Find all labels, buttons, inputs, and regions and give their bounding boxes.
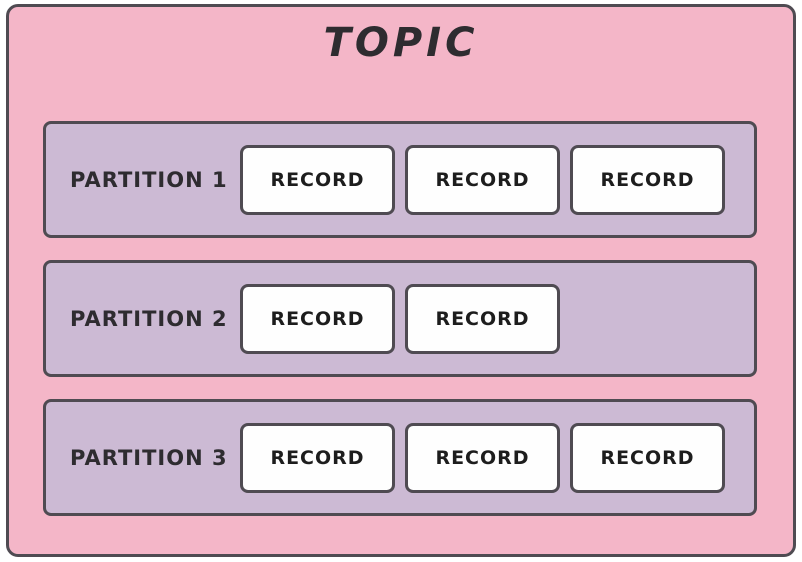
- record-box: RECORD: [405, 422, 560, 493]
- partitions-list: PARTITION 1 RECORD RECORD RECORD PARTITI…: [43, 121, 757, 516]
- partition-row: PARTITION 2 RECORD RECORD: [43, 260, 757, 377]
- partition-row: PARTITION 1 RECORD RECORD RECORD: [43, 121, 757, 238]
- record-box: RECORD: [570, 422, 725, 493]
- record-box: RECORD: [405, 144, 560, 215]
- topic-title: TOPIC: [323, 20, 479, 66]
- record-box: RECORD: [240, 283, 395, 354]
- records-list: RECORD RECORD: [240, 283, 560, 354]
- partition-label: PARTITION 3: [70, 445, 228, 470]
- record-box: RECORD: [240, 422, 395, 493]
- partition-label: PARTITION 1: [70, 167, 228, 192]
- record-box: RECORD: [570, 144, 725, 215]
- partition-row: PARTITION 3 RECORD RECORD RECORD: [43, 399, 757, 516]
- records-list: RECORD RECORD RECORD: [240, 144, 725, 215]
- topic-container: TOPIC PARTITION 1 RECORD RECORD RECORD P…: [6, 4, 796, 557]
- records-list: RECORD RECORD RECORD: [240, 422, 725, 493]
- record-box: RECORD: [405, 283, 560, 354]
- partition-label: PARTITION 2: [70, 306, 228, 331]
- record-box: RECORD: [240, 144, 395, 215]
